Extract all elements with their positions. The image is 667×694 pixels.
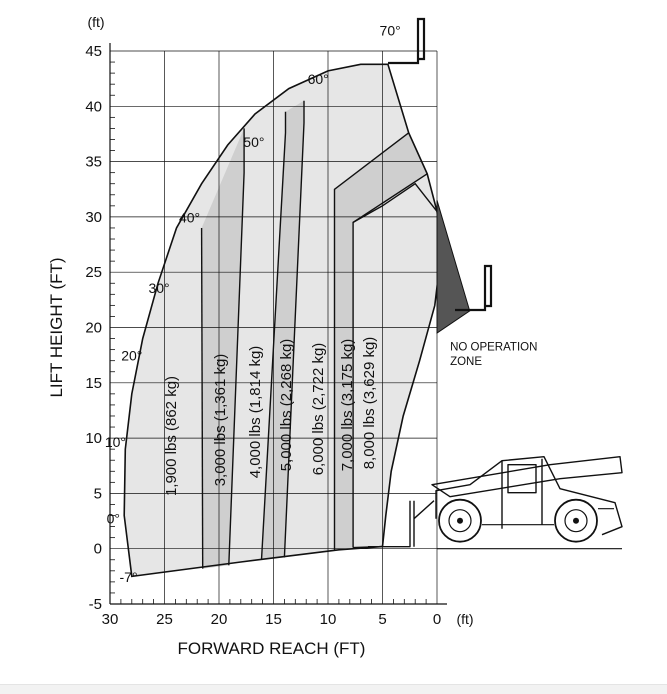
angle-label-2: 50° bbox=[243, 134, 264, 150]
y-tick-label-4: 25 bbox=[85, 264, 102, 281]
angle-label-1: 60° bbox=[308, 71, 329, 87]
y-tick-label-6: 15 bbox=[85, 375, 102, 392]
no-operation-zone-label-2: ZONE bbox=[450, 356, 482, 368]
angle-label-8: -7° bbox=[120, 569, 138, 585]
series-label-2: 4,000 lbs (1,814 kg) bbox=[247, 346, 264, 479]
envelope-outline bbox=[123, 63, 443, 578]
angle-label-5: 20° bbox=[121, 348, 142, 364]
vehicle-forks bbox=[368, 500, 435, 548]
vehicle-boom bbox=[431, 456, 623, 498]
vehicle-chassis bbox=[482, 508, 614, 526]
y-tick-label-9: 0 bbox=[94, 541, 102, 558]
series-labels: 1,900 lbs (862 kg) 3,000 lbs (1,361 kg) 4,… bbox=[163, 337, 378, 496]
series-boundary-1 bbox=[228, 128, 245, 566]
vehicle-cab bbox=[501, 458, 543, 529]
x-tick-label-2: 20 bbox=[211, 611, 228, 628]
fork-icon-top-shape bbox=[388, 17, 426, 65]
series-boundary-0 bbox=[200, 227, 204, 569]
vehicle-axle-0 bbox=[457, 517, 463, 524]
x-tick-label-6: 0 bbox=[433, 611, 441, 628]
y-tick-label-10: -5 bbox=[89, 596, 102, 613]
x-tick-label-1: 25 bbox=[156, 611, 173, 628]
page-footer-strip bbox=[0, 684, 667, 694]
fork-icon-mid-shape bbox=[455, 264, 493, 312]
angle-label-3: 40° bbox=[179, 209, 200, 225]
zone-fills bbox=[124, 64, 442, 577]
series-label-5: 7,000 lbs (3,175 kg) bbox=[339, 339, 356, 472]
angle-label-6: 10° bbox=[105, 434, 126, 450]
band-3000 bbox=[201, 128, 245, 569]
no-operation-zone-label-1: NO OPERATION bbox=[450, 342, 537, 354]
band-5000 bbox=[261, 100, 304, 560]
x-unit-label: (ft) bbox=[456, 611, 473, 627]
fork-icon-top bbox=[388, 17, 426, 65]
series-boundary-4 bbox=[333, 132, 410, 550]
y-unit-label: (ft) bbox=[87, 14, 104, 30]
x-tick-label-4: 10 bbox=[320, 611, 337, 628]
series-label-1: 3,000 lbs (1,361 kg) bbox=[212, 354, 229, 487]
series-boundary-3 bbox=[283, 100, 305, 558]
series-boundary-2 bbox=[260, 111, 287, 560]
y-tick-label-5: 20 bbox=[85, 320, 102, 337]
y-tick-label-1: 40 bbox=[85, 98, 102, 115]
series-label-3: 5,000 lbs (2,268 kg) bbox=[278, 339, 295, 472]
zone-boundaries bbox=[123, 17, 493, 578]
vehicle-hub-1 bbox=[564, 509, 588, 533]
series-label-6: 8,000 lbs (3,629 kg) bbox=[361, 337, 378, 470]
no-operation-zone-fill bbox=[436, 200, 471, 334]
series-label-0: 1,900 lbs (862 kg) bbox=[163, 376, 180, 496]
y-tick-label-2: 35 bbox=[85, 154, 102, 171]
x-tick-label-5: 5 bbox=[378, 611, 386, 628]
vehicle-axle-1 bbox=[573, 517, 579, 524]
x-tick-label-0: 30 bbox=[102, 611, 119, 628]
x-axis-title: FORWARD REACH (FT) bbox=[178, 639, 366, 658]
fork-icon-mid bbox=[455, 264, 493, 312]
angle-label-7: 0° bbox=[107, 510, 120, 526]
x-tick-label-3: 15 bbox=[265, 611, 282, 628]
y-tick-label-3: 30 bbox=[85, 209, 102, 226]
y-tick-label-8: 5 bbox=[94, 485, 102, 502]
angle-label-4: 30° bbox=[148, 280, 169, 296]
telehandler-icon bbox=[368, 456, 623, 548]
chart-text: NO OPERATION ZONE 70° 60° 50° 40° 30° 20° 10° 0° -… bbox=[105, 23, 538, 585]
y-axis-title: LIFT HEIGHT (FT) bbox=[47, 257, 66, 397]
inner-arc-8000 bbox=[352, 182, 438, 224]
y-tick-label-0: 45 bbox=[85, 43, 102, 60]
y-tick-label-7: 10 bbox=[85, 430, 102, 447]
vehicle-hub-0 bbox=[448, 509, 472, 533]
angle-label-0: 70° bbox=[380, 23, 401, 39]
vehicle-body bbox=[435, 456, 623, 536]
series-label-4: 6,000 lbs (2,722 kg) bbox=[310, 343, 327, 476]
